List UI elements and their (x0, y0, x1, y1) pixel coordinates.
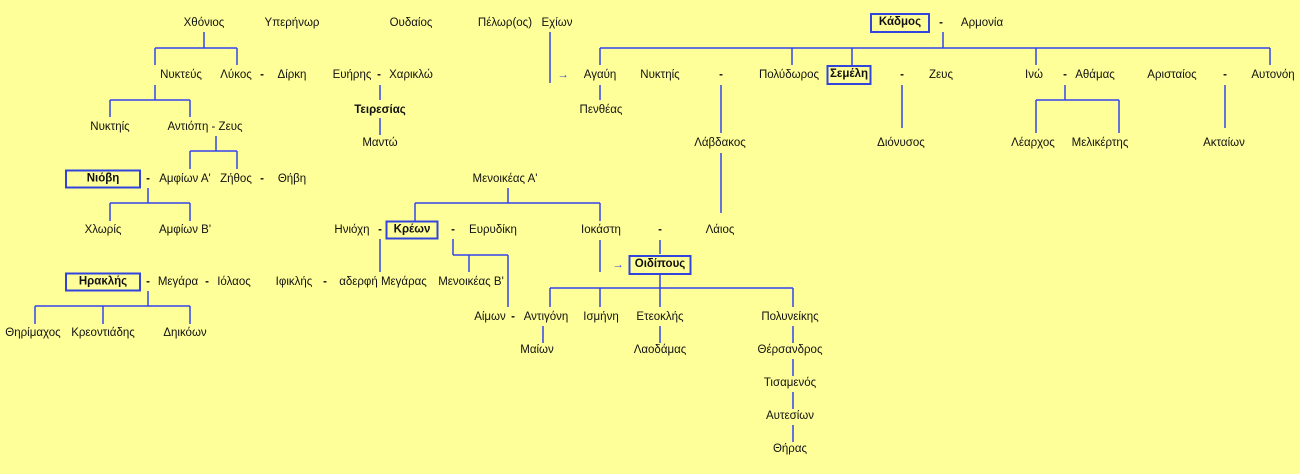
person-label: Νυκτεύς (160, 69, 202, 81)
person-label: Νυκτηίς (640, 69, 680, 81)
person-label: Ακταίων (1203, 137, 1245, 149)
person-label: Δηικόων (163, 327, 207, 339)
person-label: Μαντώ (362, 137, 398, 149)
person-label: Μαίων (520, 344, 554, 356)
person-label: Αθάμας (1075, 69, 1115, 81)
marriage-dash: - (205, 276, 209, 288)
person-label: Μελικέρτης (1071, 137, 1129, 149)
person-label: Πολύδωρος (758, 69, 820, 81)
marriage-dash: - (260, 69, 264, 81)
person-label: Αμφίων Α' (159, 173, 211, 185)
marriage-dash: - (323, 276, 327, 288)
marriage-dash: - (939, 17, 943, 29)
marriage-dash: - (900, 69, 904, 81)
person-label: Αυτεσίων (765, 410, 815, 422)
highlighted-person: Νιόβη (65, 169, 141, 189)
marriage-dash: - (378, 224, 382, 236)
person-label: Μενοικέας Α' (472, 173, 538, 185)
person-label: Θηρίμαχος (5, 327, 61, 339)
person-label: Νυκτηίς (90, 121, 130, 133)
person-label: Τισαμενός (763, 377, 817, 389)
person-label: Μεγάρα (157, 276, 199, 288)
person-label: Πολυνείκης (761, 311, 819, 323)
person-label: Ζήθος (220, 173, 252, 185)
person-label: Χαρικλώ (389, 69, 433, 81)
person-label: Κρεοντιάδης (71, 327, 135, 339)
marriage-dash: - (1063, 69, 1067, 81)
person-label: Πενθέας (579, 104, 623, 116)
person-label: Ευρυδίκη (469, 224, 517, 236)
person-label: Ουδαίος (389, 17, 433, 29)
person-label: Διόνυσος (877, 137, 925, 149)
person-label: Ευήρης (332, 69, 372, 81)
highlighted-person: Σεμέλη (826, 65, 872, 85)
person-label: Λαοδάμας (633, 344, 687, 356)
marriage-dash: - (658, 224, 662, 236)
highlighted-person: Κάδμος (870, 13, 930, 33)
highlighted-person: Κρέων (385, 220, 439, 240)
person-label: Πέλωρ(ος) (477, 17, 533, 29)
marriage-dash: - (511, 311, 515, 323)
person-label: Τειρεσίας (354, 104, 406, 116)
person-label: Μενοικέας Β' (438, 276, 504, 288)
marriage-dash: - (451, 224, 455, 236)
person-label: Αίμων (474, 311, 506, 323)
person-label: Ιοκάστη (581, 224, 621, 236)
person-label: αδερφή Μεγάρας (339, 276, 427, 288)
person-label: Ηνιόχη (334, 224, 370, 236)
person-label: Λάβδακος (694, 137, 746, 149)
highlighted-person: Ηρακλής (65, 272, 141, 292)
person-label: Ιόλαος (217, 276, 251, 288)
person-label: Αυτονόη (1251, 69, 1295, 81)
person-label: Λέαρχος (1011, 137, 1055, 149)
person-label: Λύκος (220, 69, 252, 81)
person-label: Χθόνιος (183, 17, 225, 29)
arrow-right-icon: → (612, 259, 624, 271)
person-label: Εχίων (541, 17, 573, 29)
marriage-dash: - (1223, 69, 1227, 81)
person-label: Θέρσανδρος (757, 344, 823, 356)
marriage-dash: - (719, 69, 723, 81)
marriage-dash: - (146, 276, 150, 288)
person-label: Αμφίων Β' (158, 224, 212, 236)
marriage-dash: - (377, 69, 381, 81)
marriage-dash: - (146, 173, 150, 185)
person-label: Αντιγόνη (523, 311, 569, 323)
person-label: Αγαύη (583, 69, 617, 81)
person-label: Δίρκη (277, 69, 307, 81)
person-label: Χλωρίς (84, 224, 122, 236)
highlighted-person: Οιδίπους (628, 255, 692, 275)
person-label: Ετεοκλής (636, 311, 684, 323)
person-label: Ινώ (1025, 69, 1043, 81)
marriage-dash: - (260, 173, 264, 185)
person-label: Θήβη (277, 173, 307, 185)
person-label: Υπερήνωρ (264, 17, 320, 29)
person-label: Λάιος (705, 224, 735, 236)
person-label: Ιφικλής (275, 276, 313, 288)
person-label: Ισμήνη (583, 311, 619, 323)
person-label: Αρισταίος (1147, 69, 1197, 81)
arrow-right-icon: → (557, 69, 569, 81)
person-label: Θήρας (772, 443, 808, 455)
person-label: Ζευς (929, 69, 953, 81)
person-label: Αντιόπη - Ζευς (167, 121, 243, 133)
person-label: Αρμονία (960, 17, 1004, 29)
